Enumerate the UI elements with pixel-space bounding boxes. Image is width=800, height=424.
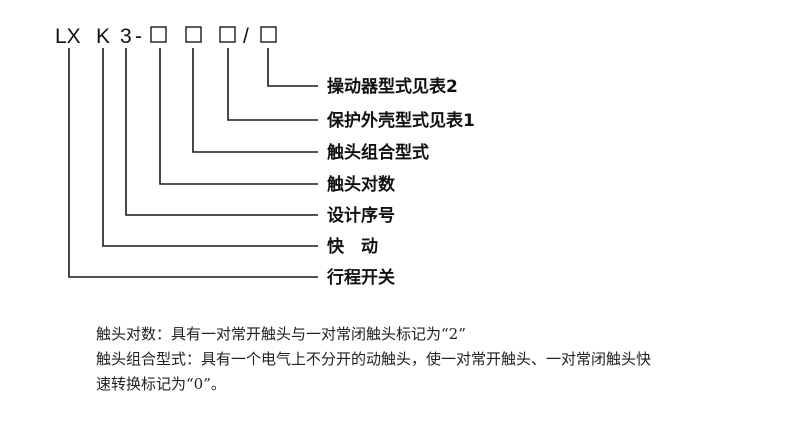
label-design-number: 设计序号: [327, 205, 395, 226]
leader-line-quick-action: [102, 48, 318, 247]
note-contact-count: 触头对数：具有一对常开触头与一对常闭触头标记为“2”: [96, 325, 466, 343]
leader-line-design-number: [125, 48, 318, 216]
explanation-notes: 触头对数：具有一对常开触头与一对常闭触头标记为“2” 触头组合型式：具有一个电气…: [96, 322, 786, 397]
label-contact-combination: 触头组合型式: [326, 142, 429, 163]
code-dash: -: [135, 25, 142, 48]
leader-line-actuator: [267, 48, 318, 87]
code-box-actuator-type: [260, 26, 277, 43]
note-contact-combination-cont: 速转换标记为“0”。: [96, 375, 226, 393]
code-box-contact-count: [150, 26, 167, 43]
code-series-lx: LX: [55, 25, 81, 48]
code-quick-action-k: K: [96, 25, 110, 48]
note-contact-combination: 触头组合型式：具有一个电气上不分开的动触头，使一对常开触头、一对常闭触头快: [96, 350, 652, 368]
label-quick-action: 快 动: [327, 236, 378, 257]
label-actuator-type: 操动器型式见表2: [327, 76, 458, 97]
code-box-contact-combination: [185, 26, 202, 43]
leader-line-contact-combination: [192, 48, 318, 153]
leader-line-enclosure: [227, 48, 318, 121]
code-design-number: 3: [120, 25, 132, 48]
label-contact-count: 触头对数: [326, 174, 396, 195]
leader-line-contact-count: [159, 48, 318, 185]
code-slash: /: [243, 25, 249, 48]
label-enclosure-type: 保护外壳型式见表1: [326, 110, 475, 131]
label-travel-switch: 行程开关: [326, 267, 395, 288]
code-box-enclosure-type: [219, 26, 236, 43]
model-code-diagram: LX K 3 - / 操动器型式见表2 保护外壳型式见表1 触头组合型式 触头对…: [55, 25, 475, 288]
leader-line-travel-switch: [68, 48, 318, 278]
